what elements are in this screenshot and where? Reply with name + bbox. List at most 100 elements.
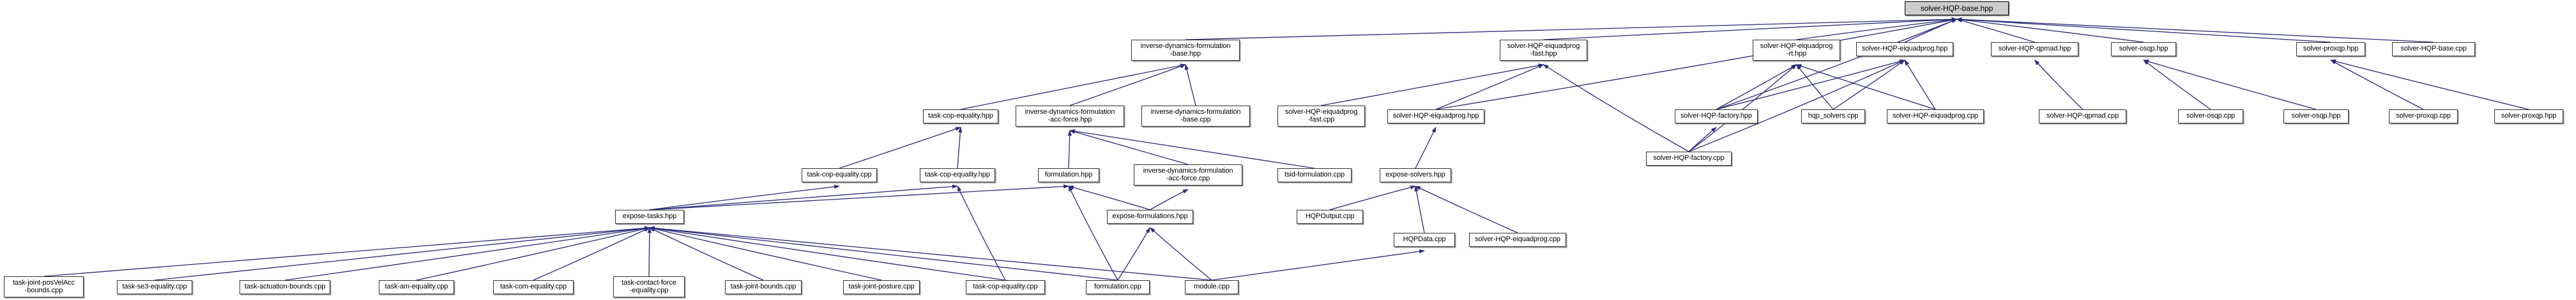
graph-edge: [1149, 227, 1212, 281]
graph-node-label: solver-HQP-factory.hpp: [1680, 112, 1752, 120]
graph-node-n34[interactable]: task-joint-posVelAcc -bounds.cpp: [4, 276, 84, 297]
graph-node-n19[interactable]: solver-osqp.hpp: [2283, 109, 2349, 123]
graph-node-n20[interactable]: solver-proxqp.cpp: [2389, 109, 2458, 123]
graph-node-n44[interactable]: module.cpp: [1185, 280, 1238, 294]
graph-node-n9[interactable]: task-cop-equality.hpp: [923, 109, 998, 123]
graph-node-n12[interactable]: solver-HQP-eiquadprog -fast.cpp: [1277, 106, 1365, 127]
graph-node-label: solver-HQP-qpmad.cpp: [2046, 112, 2119, 120]
graph-edge: [1956, 17, 2331, 43]
graph-node-label: task-cop-equality.hpp: [925, 171, 990, 179]
graph-node-n35[interactable]: task-se3-equality.cpp: [117, 280, 192, 294]
graph-node-label: task-com-equality.cpp: [499, 283, 567, 291]
graph-node-label: solver-HQP-base.hpp: [1920, 3, 1993, 13]
graph-edge: [2330, 59, 2424, 110]
graph-node-n1[interactable]: inverse-dynamics-formulation -base.hpp: [1131, 40, 1240, 61]
graph-node-n21[interactable]: solver-proxqp.hpp: [2494, 109, 2563, 123]
graph-edge: [154, 226, 650, 281]
graph-edge: [1415, 186, 1518, 233]
graph-node-n13[interactable]: solver-HQP-eiquadprog.hpp: [1387, 109, 1484, 123]
graph-node-n11[interactable]: inverse-dynamics-formulation -base.cpp: [1141, 106, 1250, 127]
graph-node-n10[interactable]: inverse-dynamics-formulation -acc-force.…: [1016, 106, 1124, 127]
graph-edge: [533, 227, 650, 281]
graph-node-n22[interactable]: task-cop-equality.cpp: [802, 168, 877, 182]
graph-node-n37[interactable]: task-am-equality.cpp: [379, 280, 454, 294]
graph-node-n23[interactable]: task-cop-equality.hpp: [920, 168, 995, 182]
graph-node-n5[interactable]: solver-HQP-qpmad.hpp: [1991, 42, 2078, 56]
graph-edge: [1833, 59, 1905, 110]
graph-node-n16[interactable]: solver-HQP-eiquadprog.cpp: [1887, 109, 1984, 123]
graph-node-label: solver-HQP-eiquadprog.hpp: [1392, 112, 1479, 120]
graph-edge: [1068, 186, 1150, 210]
graph-node-n39[interactable]: task-contact-force -equality.cpp: [613, 276, 685, 297]
graph-node-label: solver-osqp.cpp: [2186, 112, 2236, 120]
graph-edge: [957, 127, 963, 169]
graph-node-n15[interactable]: hqp_solvers.cpp: [1801, 109, 1865, 123]
graph-node-n3[interactable]: solver-HQP-eiquadprog -rt.hpp: [1753, 40, 1840, 61]
graph-edge: [649, 226, 1212, 281]
graph-node-label: solver-HQP-eiquadprog -fast.hpp: [1507, 42, 1580, 58]
graph-node-n28[interactable]: solver-HQP-factory.cpp: [1646, 152, 1732, 166]
graph-node-label: expose-formulations.hpp: [1112, 212, 1188, 221]
graph-node-n30[interactable]: expose-formulations.hpp: [1107, 210, 1193, 224]
graph-node-n4[interactable]: solver-HQP-eiquadprog.hpp: [1856, 42, 1953, 56]
graph-edge: [1435, 18, 1958, 110]
graph-edge: [649, 184, 958, 210]
graph-node-n25[interactable]: inverse-dynamics-formulation -acc-force.…: [1134, 164, 1242, 186]
graph-node-n41[interactable]: task-joint-posture.cpp: [843, 280, 920, 294]
graph-node-label: formulation.cpp: [1094, 283, 1141, 291]
graph-node-n8[interactable]: solver-HQP-base.cpp: [2392, 42, 2475, 56]
graph-edge: [1435, 64, 1544, 110]
graph-edge: [1543, 64, 1689, 152]
graph-node-label: solver-HQP-factory.cpp: [1653, 154, 1725, 162]
graph-node-n42[interactable]: task-cop-equality.cpp: [966, 280, 1045, 294]
graph-edge: [1117, 227, 1151, 281]
graph-node-n40[interactable]: task-joint-bounds.cpp: [725, 280, 802, 294]
graph-edge: [839, 127, 961, 169]
graph-edge: [1956, 19, 2035, 43]
graph-node-n17[interactable]: solver-HQP-qpmad.cpp: [2039, 109, 2126, 123]
graph-node-label: solver-proxqp.hpp: [2501, 112, 2557, 120]
graph-edge: [649, 226, 1118, 281]
graph-edge: [2034, 59, 2083, 110]
graph-node-n32[interactable]: HQPData.cpp: [1394, 233, 1455, 247]
graph-node-n0[interactable]: solver-HQP-base.hpp: [1905, 1, 2009, 15]
graph-edge: [1415, 127, 1437, 169]
graph-node-n33[interactable]: solver-HQP-eiquadprog.cpp: [1469, 233, 1566, 247]
graph-edge: [416, 226, 650, 281]
graph-node-n26[interactable]: tsid-formulation.cpp: [1277, 168, 1352, 182]
graph-node-label: task-cop-equality.hpp: [928, 112, 993, 120]
graph-node-n6[interactable]: solver-osqp.hpp: [2111, 42, 2176, 56]
graph-node-n27[interactable]: expose-solvers.hpp: [1380, 168, 1451, 182]
graph-node-label: HQPData.cpp: [1403, 235, 1446, 244]
graph-node-n18[interactable]: solver-osqp.cpp: [2178, 109, 2243, 123]
graph-node-n2[interactable]: solver-HQP-eiquadprog -fast.hpp: [1500, 40, 1587, 61]
graph-node-label: tsid-formulation.cpp: [1284, 171, 1345, 179]
graph-edge: [649, 226, 882, 281]
graph-edge: [649, 184, 840, 210]
graph-node-n24[interactable]: formulation.hpp: [1038, 168, 1099, 182]
graph-edge: [1956, 17, 2434, 43]
graph-edge: [957, 186, 1006, 281]
graph-edge: [1716, 59, 1905, 110]
graph-edge: [1716, 64, 1797, 110]
graph-node-n7[interactable]: solver-proxqp.hpp: [2296, 42, 2365, 56]
graph-node-n38[interactable]: task-com-equality.cpp: [493, 280, 574, 294]
graph-node-n29[interactable]: expose-tasks.hpp: [615, 210, 684, 224]
graph-node-label: inverse-dynamics-formulation -base.cpp: [1150, 107, 1241, 123]
graph-node-label: solver-HQP-eiquadprog -fast.cpp: [1284, 107, 1358, 123]
graph-edge: [647, 227, 652, 277]
graph-edge: [1184, 64, 1196, 106]
graph-edge: [649, 227, 764, 281]
graph-node-n31[interactable]: HQPOutput.cpp: [1297, 210, 1363, 224]
graph-edge: [1150, 189, 1189, 210]
graph-node-n36[interactable]: task-actuation-bounds.cpp: [240, 280, 330, 294]
graph-node-label: task-actuation-bounds.cpp: [244, 283, 326, 291]
graph-edge: [1069, 129, 1315, 169]
graph-edge: [960, 63, 1186, 110]
graph-edge: [1185, 17, 1958, 40]
graph-node-n43[interactable]: formulation.cpp: [1086, 280, 1150, 294]
graph-node-label: solver-proxqp.hpp: [2303, 45, 2359, 53]
graph-edge: [1716, 19, 1958, 110]
graph-node-n14[interactable]: solver-HQP-factory.hpp: [1675, 109, 1758, 123]
